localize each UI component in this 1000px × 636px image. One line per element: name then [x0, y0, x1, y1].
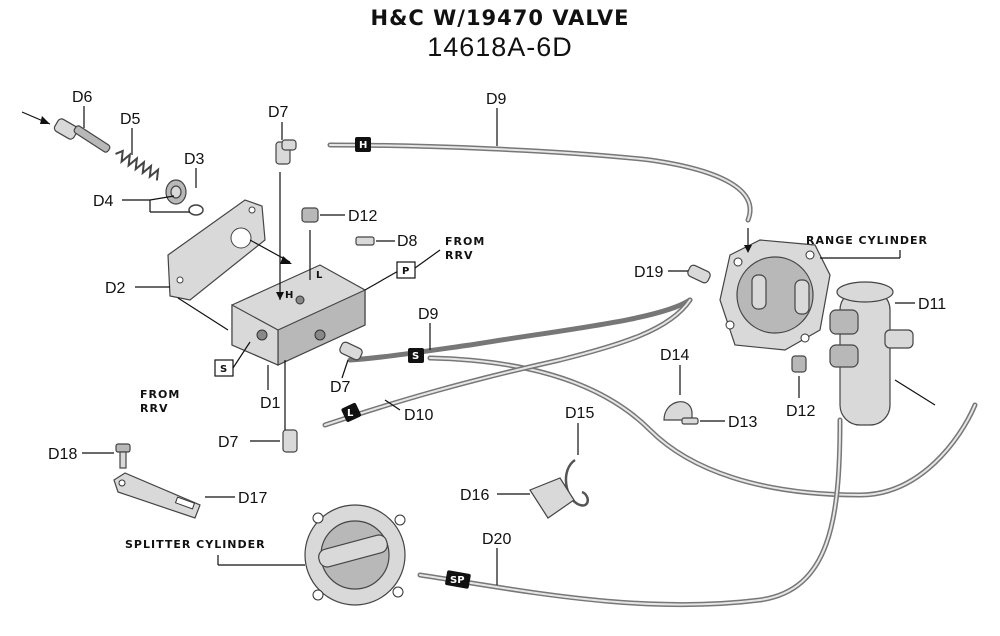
- port-tag-s-box: S: [220, 364, 227, 375]
- part-d11-valve: [829, 281, 914, 426]
- tube-tag-h: H: [355, 137, 371, 152]
- label-d2: D2: [105, 280, 126, 297]
- port-tag-p: P: [402, 266, 409, 277]
- part-d18-bolt: [115, 443, 131, 469]
- part-splitter-cylinder: [304, 504, 406, 606]
- label-from-rrv-top: FROM RRV: [445, 235, 490, 262]
- part-d19-fitting: [687, 264, 711, 284]
- tube-d9-upper: [327, 142, 753, 223]
- label-d4: D4: [93, 193, 114, 210]
- label-from-rrv-bottom: FROM RRV: [140, 388, 185, 415]
- label-range-cylinder: RANGE CYLINDER: [806, 234, 928, 247]
- tube-tag-sp: SP: [445, 570, 471, 589]
- tube-tag-s: S: [408, 348, 424, 363]
- part-d7-elbow-bottom: [282, 429, 298, 453]
- label-d19: D19: [634, 264, 663, 281]
- part-d12-plug-top: [301, 207, 319, 223]
- label-d20: D20: [482, 531, 511, 548]
- part-d8-screw: [355, 236, 375, 246]
- label-d12-top: D12: [348, 208, 377, 225]
- tube-tag-l: L: [341, 402, 361, 422]
- label-d3: D3: [184, 151, 205, 168]
- part-d3-guide: [165, 179, 187, 205]
- part-d6-plunger: [53, 118, 111, 153]
- svg-text:L: L: [347, 408, 354, 419]
- label-splitter-cylinder: SPLITTER CYLINDER: [125, 538, 266, 551]
- label-d5: D5: [120, 111, 141, 128]
- part-d14-clamp: [663, 401, 693, 421]
- part-d12-plug-side: [791, 355, 807, 373]
- label-d7-mid: D7: [330, 379, 351, 396]
- label-d18: D18: [48, 446, 77, 463]
- svg-text:SP: SP: [450, 575, 465, 586]
- label-d8: D8: [397, 233, 418, 250]
- part-d13-screw: [681, 417, 699, 425]
- label-d6: D6: [72, 89, 93, 106]
- label-d10: D10: [404, 407, 433, 424]
- label-d16: D16: [460, 487, 489, 504]
- label-d17: D17: [238, 490, 267, 507]
- valve-letter-l: L: [316, 270, 323, 281]
- svg-text:H: H: [359, 140, 367, 151]
- svg-text:S: S: [412, 351, 419, 362]
- label-d12-side: D12: [786, 403, 815, 420]
- diagram-part-number: 14618A-6D: [427, 32, 573, 62]
- label-d7-bottom: D7: [218, 434, 239, 451]
- label-d7-top: D7: [268, 104, 289, 121]
- label-d9-mid: D9: [418, 306, 439, 323]
- part-d15-hook: [564, 458, 589, 507]
- part-d17-lever: [113, 472, 201, 519]
- part-d2-gasket-plate: [167, 199, 266, 301]
- label-d14: D14: [660, 347, 689, 364]
- valve-letter-h: H: [285, 290, 293, 301]
- label-d1: D1: [260, 395, 281, 412]
- tube-d9-lower: [427, 355, 978, 498]
- label-d15: D15: [565, 405, 594, 422]
- label-d11: D11: [918, 296, 946, 313]
- tube-d19: [347, 297, 693, 363]
- label-d13: D13: [728, 414, 757, 431]
- part-d5-spring: [115, 149, 160, 181]
- tube-d20: [417, 417, 843, 608]
- part-d16-bracket: [529, 477, 575, 519]
- part-range-cylinder: [719, 239, 831, 351]
- part-d4-oring: [188, 204, 204, 216]
- part-d7-elbow-mid: [339, 341, 363, 361]
- diagram-title: H&C W/19470 VALVE: [370, 6, 630, 30]
- label-d9-top: D9: [486, 91, 507, 108]
- part-d1-valve-body: [231, 264, 366, 366]
- part-d7-elbow-top: [275, 139, 297, 165]
